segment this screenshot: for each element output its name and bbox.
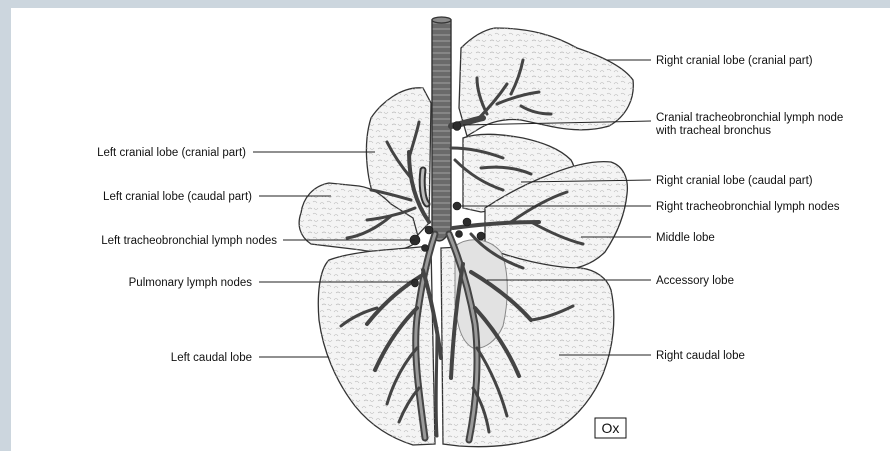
label-right-tracheobronchial-lymph-nodes: Right tracheobronchial lymph nodes (656, 201, 840, 213)
cranial-tracheobronchial-lymph-node (453, 122, 461, 131)
label-left-cranial-lobe-cranial-part: Left cranial lobe (cranial part) (97, 147, 246, 159)
label-right-cranial-lobe-caudal-part: Right cranial lobe (caudal part) (656, 175, 813, 187)
label-cranial-tracheobronchial-lymph-node: Cranial tracheobronchial lymph node (656, 112, 843, 124)
left-tracheobronchial-lymph-node (425, 226, 433, 234)
label-middle-lobe: Middle lobe (656, 232, 715, 244)
right-tracheobronchial-lymph-node (463, 218, 471, 226)
label-accessory-lobe: Accessory lobe (656, 275, 734, 287)
label-right-caudal-lobe: Right caudal lobe (656, 350, 745, 362)
left-tracheobronchial-lymph-node (422, 245, 429, 252)
lung-diagram-figure: Left cranial lobe (cranial part) Left cr… (11, 8, 890, 451)
label-left-tracheobronchial-lymph-nodes: Left tracheobronchial lymph nodes (101, 235, 277, 247)
label-with-tracheal-bronchus: with tracheal bronchus (655, 125, 771, 137)
right-tracheobronchial-lymph-node (477, 232, 485, 240)
label-right-cranial-lobe-cranial-part: Right cranial lobe (cranial part) (656, 55, 813, 67)
species-badge: Ox (595, 418, 626, 438)
lung-diagram-svg: Left cranial lobe (cranial part) Left cr… (11, 8, 890, 451)
right-tracheobronchial-lymph-node (456, 231, 463, 238)
pulmonary-lymph-node (412, 279, 419, 287)
species-badge-text: Ox (602, 420, 620, 436)
label-left-caudal-lobe: Left caudal lobe (171, 352, 252, 364)
label-left-cranial-lobe-caudal-part: Left cranial lobe (caudal part) (103, 191, 252, 203)
label-pulmonary-lymph-nodes: Pulmonary lymph nodes (129, 277, 253, 289)
right-tracheobronchial-lymph-node (453, 202, 461, 210)
